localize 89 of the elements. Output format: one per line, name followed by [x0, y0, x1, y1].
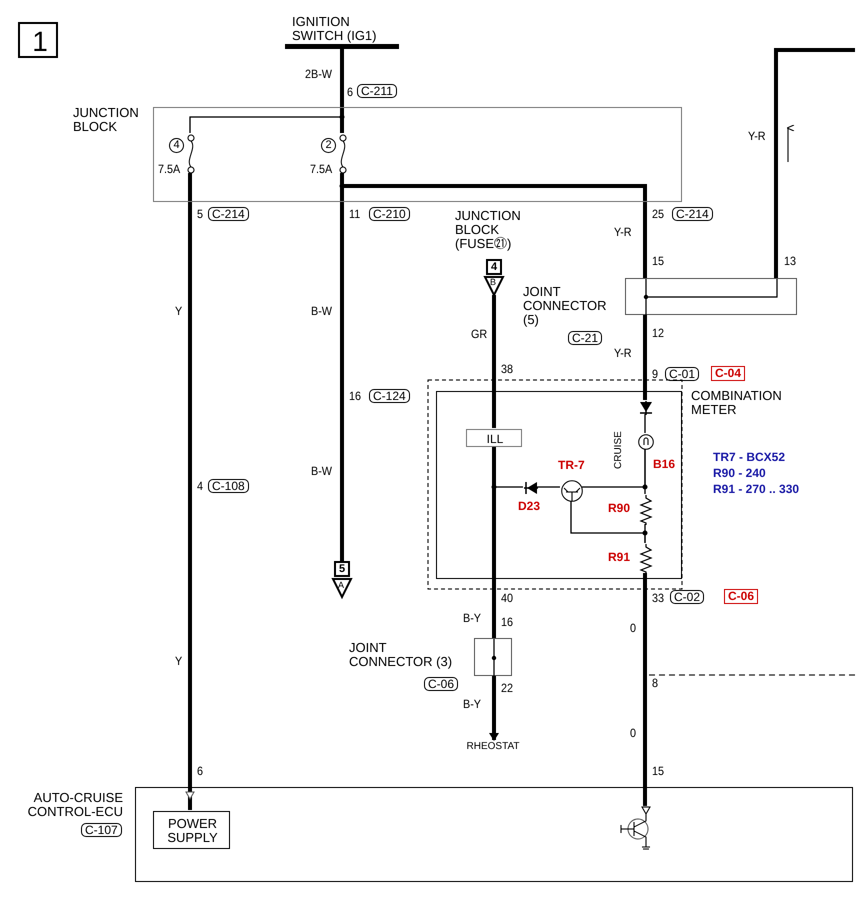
fuse-source-label: JUNCTION BLOCK (FUSE㉑)	[455, 209, 522, 251]
wire-label: 0	[630, 727, 636, 740]
component-designator: B16	[653, 458, 676, 471]
wire	[643, 573, 647, 806]
wire-label: 15	[652, 765, 664, 778]
wire-label: 5	[197, 208, 204, 221]
wire-label: B-W	[311, 465, 332, 478]
connector-code: C-108	[208, 479, 249, 493]
fuse-number: 2	[321, 138, 336, 153]
connector-code: C-02	[670, 590, 704, 604]
component-designator: R91	[608, 551, 630, 564]
wire-label: 38	[501, 363, 514, 376]
wire-label: 2B-W	[305, 68, 332, 81]
connector-letter: B	[490, 277, 496, 287]
wire-label: 11	[349, 208, 360, 221]
wire-label: Y-R	[614, 347, 632, 360]
terminal-label: IGNITION SWITCH (IG1)	[292, 15, 378, 43]
wire-label: B-Y	[463, 612, 482, 625]
connector-code: C-214	[672, 207, 713, 221]
wire	[582, 449, 646, 488]
wire	[643, 315, 647, 400]
wire	[492, 295, 496, 428]
component-designator: TR-7	[558, 459, 585, 472]
wire-label: B-W	[311, 305, 332, 318]
lamp-label: CRUISE	[613, 431, 624, 469]
fuse-rating: 7.5A	[158, 163, 180, 176]
connector-heading: JOINT CONNECTOR (3)	[349, 641, 454, 669]
connector-letter: A	[338, 580, 344, 590]
wire-label: 22	[501, 682, 514, 695]
wire	[492, 446, 496, 638]
wire-label: 0	[630, 622, 636, 635]
wire-label: 33	[652, 592, 664, 605]
wire	[340, 49, 344, 133]
wire-label: Y	[175, 305, 182, 318]
connector-code: C-04	[711, 366, 746, 381]
wire-label: Y-R	[748, 130, 766, 143]
unit-heading: AUTO-CRUISE CONTROL-ECU	[26, 791, 123, 819]
wire	[644, 414, 646, 433]
meter-heading: COMBINATION METER	[691, 389, 783, 417]
component-designator: R90	[608, 502, 630, 515]
power-supply-box	[153, 811, 230, 849]
wire-label: Y	[175, 655, 182, 668]
connector-code: C-01	[665, 367, 700, 381]
wire	[537, 486, 560, 488]
section-number-box	[18, 22, 58, 58]
section-number: 1	[31, 25, 49, 59]
wire-label: 8	[652, 677, 658, 690]
wire-label: 6	[197, 765, 204, 778]
wire-label: 9	[652, 368, 658, 381]
wire-label: B-Y	[463, 698, 482, 711]
wire-label: 4	[197, 480, 204, 493]
fuse-rating: 7.5A	[310, 163, 332, 176]
connector-code: C-21	[568, 331, 602, 345]
illumination-label: ILL	[486, 432, 504, 446]
wire	[489, 676, 499, 741]
fuse-number: 4	[169, 138, 184, 153]
power-supply-label: POWER SUPPLY	[166, 817, 219, 845]
connector-number: 4	[486, 259, 502, 275]
connector-code: C-06	[724, 589, 758, 604]
wire-label: 16	[349, 390, 362, 403]
connector-code: C-06	[424, 677, 458, 691]
connector-code: C-211	[357, 84, 397, 98]
block-heading: JUNCTION BLOCK	[73, 106, 140, 134]
connector-symbol	[332, 561, 352, 599]
wire	[774, 48, 855, 278]
wire-label: GR	[471, 328, 488, 341]
connector-code: C-214	[208, 207, 249, 221]
wire-label: 25	[652, 208, 664, 221]
wire-label: 16	[501, 616, 514, 629]
wire-label: 6	[347, 86, 354, 99]
wire-label: 40	[501, 592, 514, 605]
connector-number: 5	[334, 561, 350, 577]
wire	[188, 173, 192, 810]
component-designator: D23	[518, 500, 540, 513]
connector-code: C-210	[369, 207, 410, 221]
wire-label: Y-R	[614, 226, 632, 239]
note: R91 - 270 .. 330	[713, 482, 800, 496]
wire	[340, 173, 647, 278]
wire-label: 13	[784, 255, 796, 268]
diode-symbol	[639, 401, 653, 415]
wire	[570, 501, 646, 543]
wire-label: 15	[652, 255, 664, 268]
illumination-box	[466, 429, 522, 447]
note: R90 - 240	[713, 466, 766, 480]
wire-label: 12	[652, 327, 664, 340]
note: TR7 - BCX52	[713, 450, 786, 464]
connector-code: C-107	[81, 823, 122, 837]
rheostat-label: RHEOSTAT	[460, 740, 526, 754]
connector-code: C-124	[369, 389, 410, 403]
